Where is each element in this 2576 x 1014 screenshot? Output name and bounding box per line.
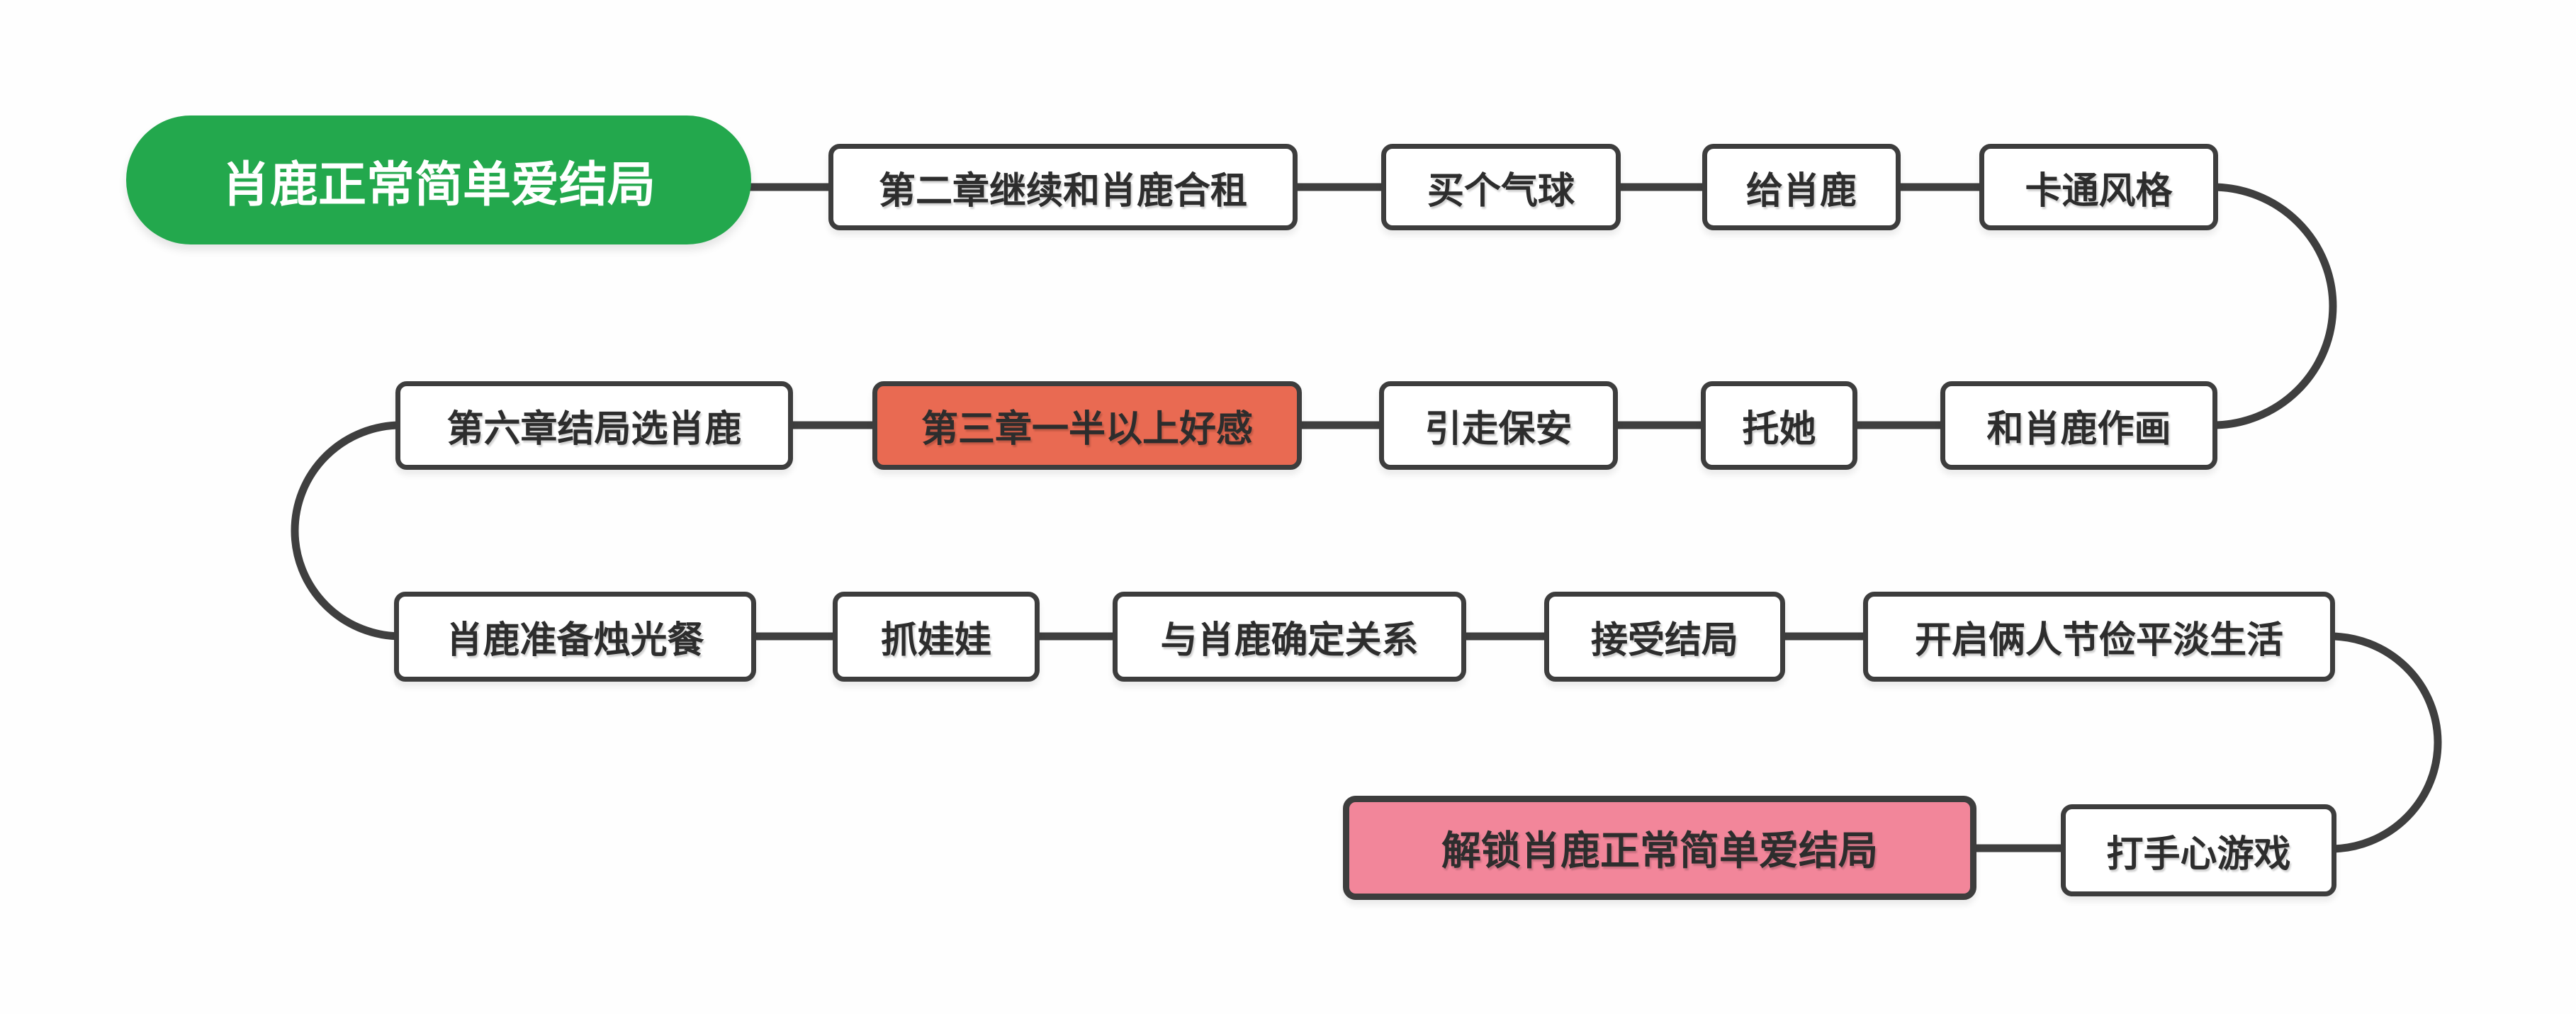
node-unlock-ending[interactable]: 解锁肖鹿正常简单爱结局 xyxy=(1343,796,1976,900)
node-claw-machine[interactable]: 抓娃娃 xyxy=(833,592,1040,682)
node-give-xiaolu[interactable]: 给肖鹿 xyxy=(1702,144,1901,230)
node-chapter2-cohabit[interactable]: 第二章继续和肖鹿合租 xyxy=(828,144,1298,230)
connector-curve-right-top xyxy=(2208,183,2337,429)
node-ask-her[interactable]: 托她 xyxy=(1701,381,1857,470)
node-chapter6-choose-xiaolu[interactable]: 第六章结局选肖鹿 xyxy=(395,381,793,470)
node-frugal-life[interactable]: 开启俩人节俭平淡生活 xyxy=(1863,592,2335,682)
node-lure-guard[interactable]: 引走保安 xyxy=(1379,381,1618,470)
node-confirm-relationship[interactable]: 与肖鹿确定关系 xyxy=(1113,592,1466,682)
node-draw-with-xiaolu[interactable]: 和肖鹿作画 xyxy=(1940,381,2217,470)
node-accept-ending[interactable]: 接受结局 xyxy=(1544,592,1785,682)
node-start-ending-title[interactable]: 肖鹿正常简单爱结局 xyxy=(126,116,751,244)
node-palm-slap-game[interactable]: 打手心游戏 xyxy=(2061,804,2336,896)
node-candlelight-dinner[interactable]: 肖鹿准备烛光餐 xyxy=(394,592,756,682)
connector-curve-right-bottom xyxy=(2325,632,2442,853)
node-cartoon-style[interactable]: 卡通风格 xyxy=(1979,144,2218,230)
connector-curve-left xyxy=(291,421,405,641)
node-chapter3-favorability[interactable]: 第三章一半以上好感 xyxy=(872,381,1302,470)
node-buy-balloon[interactable]: 买个气球 xyxy=(1381,144,1621,230)
